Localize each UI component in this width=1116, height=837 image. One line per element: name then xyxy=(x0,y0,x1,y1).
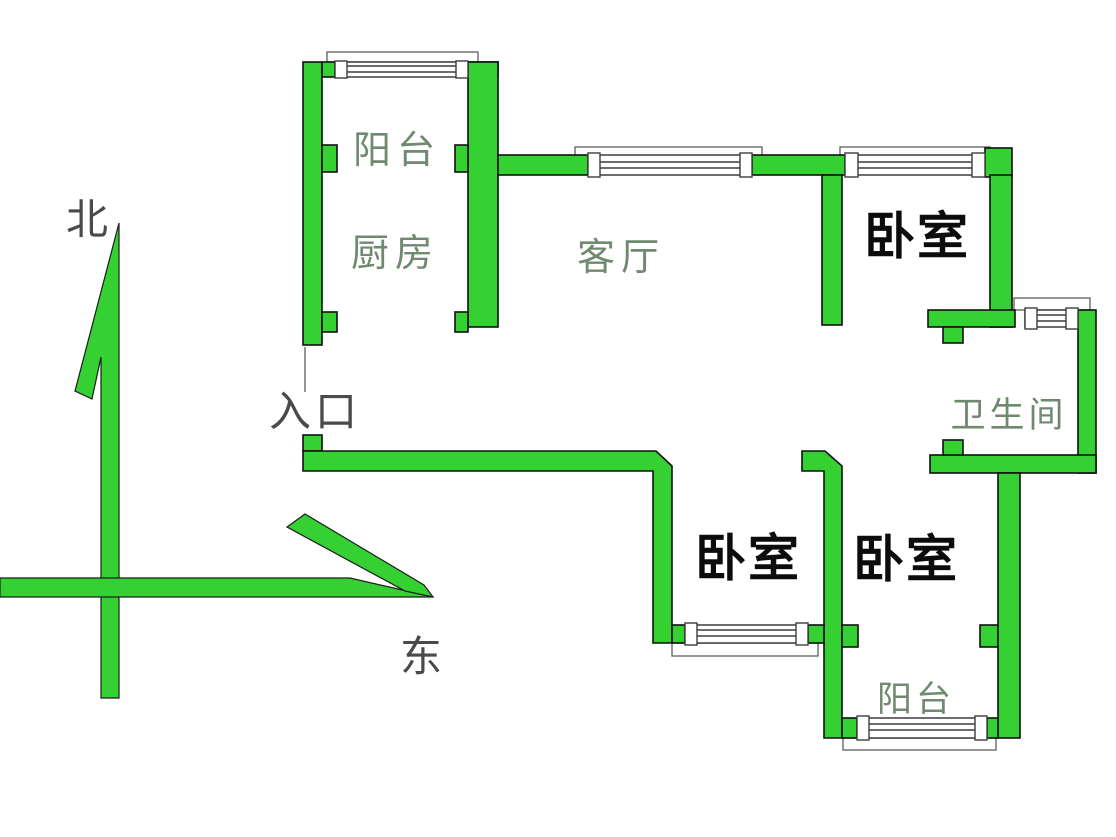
compass xyxy=(0,222,435,699)
bedroom-ne-label: 卧室 xyxy=(864,208,970,267)
wall-kitchen-door-jamb-left xyxy=(321,311,338,333)
wall-bathroom-top xyxy=(927,309,1016,328)
wall-balcony-jamb-right xyxy=(979,624,999,648)
wall-balcony-bottom-right xyxy=(986,717,999,739)
bedroom-s1-label: 卧室 xyxy=(695,530,801,589)
wall-bedroom-s2-right xyxy=(997,472,1021,739)
wall-bedroom-s1-bottom-left xyxy=(671,624,686,644)
wall-bedroom-s1-bottom-right xyxy=(807,624,825,644)
east-arrow-shaft-icon xyxy=(0,577,434,598)
living-room-label: 客厅 xyxy=(577,237,665,279)
kitchen-balcony-window xyxy=(334,60,469,79)
wall-north-segment-1 xyxy=(497,154,589,176)
bathroom-window xyxy=(1024,307,1079,330)
wall-balcony-divider-jamb-right xyxy=(454,144,469,173)
balcony-north-label: 阳台 xyxy=(353,130,441,172)
windows xyxy=(334,60,1079,741)
east-arrow-barb-icon xyxy=(285,513,435,598)
kitchen-label: 厨房 xyxy=(351,233,439,275)
bathroom-label: 卫生间 xyxy=(950,396,1067,435)
wall-entry-and-bedroom-s1-left xyxy=(302,450,673,644)
bedroom-ne-window xyxy=(844,152,986,178)
labels: 北 东 入口 阳台 厨房 客厅 卫生间 阳台 卧室 卧室 卧室 xyxy=(66,130,1067,719)
wall-north-corner-ne xyxy=(984,147,1013,178)
wall-balcony-divider-jamb-left xyxy=(321,144,338,173)
wall-bathroom-door-jamb-top xyxy=(942,326,964,344)
balcony-south-label: 阳台 xyxy=(877,680,955,719)
wall-balcony-bottom-left xyxy=(841,717,858,739)
wall-kitchen-right xyxy=(467,61,499,328)
north-label: 北 xyxy=(66,198,108,244)
wall-bedroom-ne-right xyxy=(989,174,1013,328)
wall-bedroom-ne-left xyxy=(821,174,843,326)
entrance-label: 入口 xyxy=(269,390,361,436)
east-label: 东 xyxy=(400,634,442,681)
wall-entry-jamb xyxy=(302,434,323,452)
bedroom-s1-window xyxy=(684,622,809,646)
wall-kitchen-left xyxy=(302,61,323,346)
wall-bathroom-right xyxy=(1077,309,1097,474)
wall-balcony-jamb-left xyxy=(841,624,859,648)
living-room-window xyxy=(587,152,753,178)
bedroom-s2-label: 卧室 xyxy=(853,531,959,590)
wall-kitchen-door-jamb-right xyxy=(454,311,469,333)
wall-bathroom-door-jamb-bottom xyxy=(942,439,964,456)
wall-bathroom-bottom xyxy=(929,454,1097,474)
wall-kitchen-top-left xyxy=(321,61,336,78)
walls xyxy=(302,61,1097,739)
north-arrow-icon xyxy=(74,222,120,699)
balcony-south-window xyxy=(856,715,988,741)
wall-north-segment-2 xyxy=(751,154,846,176)
wall-bedrooms-middle xyxy=(801,450,843,739)
